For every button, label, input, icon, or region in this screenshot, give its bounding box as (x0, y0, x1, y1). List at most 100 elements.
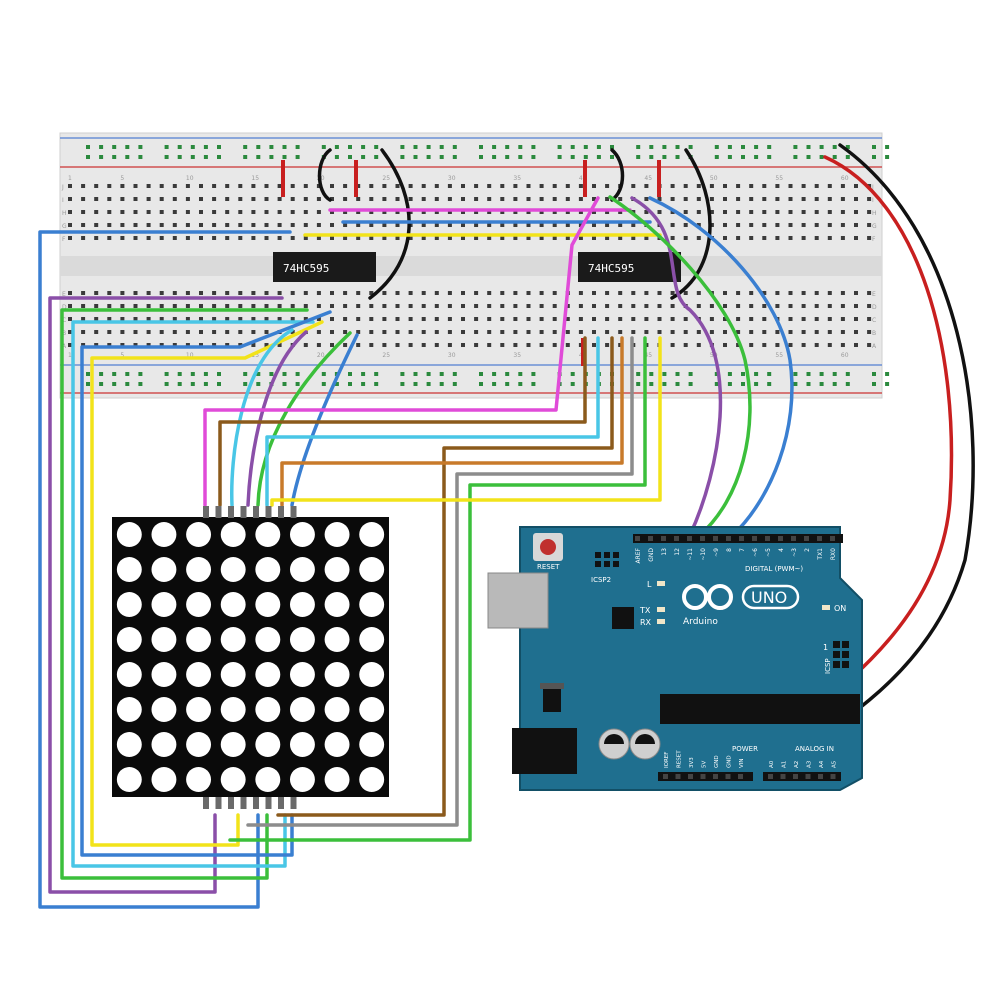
breadboard-hole (343, 210, 348, 214)
rail-hole (754, 382, 759, 386)
breadboard-hole (251, 304, 256, 308)
matrix-led (289, 592, 315, 617)
breadboard-hole (81, 291, 86, 295)
breadboard-hole (840, 236, 845, 240)
breadboard-hole (290, 317, 295, 321)
breadboard-hole (290, 304, 295, 308)
breadboard-hole (474, 291, 479, 295)
row-letter: C (872, 317, 876, 324)
breadboard-hole (133, 210, 138, 214)
breadboard-hole (68, 184, 72, 188)
breadboard-hole (238, 291, 243, 295)
breadboard-hole (565, 317, 570, 321)
breadboard-hole (382, 197, 387, 201)
breadboard-hole (696, 304, 701, 308)
chip-right-label: 74HC595 (588, 262, 634, 275)
digital-label: DIGITAL (PWM~) (745, 565, 803, 573)
breadboard-hole (81, 223, 86, 227)
reset-button-cap[interactable] (540, 539, 556, 555)
breadboard-hole (539, 236, 544, 240)
rail-hole (596, 155, 601, 159)
matrix-led (359, 592, 385, 617)
rail-hole (177, 382, 182, 386)
breadboard-hole (172, 197, 177, 201)
rail-hole (636, 382, 641, 386)
breadboard-hole (277, 343, 282, 347)
rail-hole (164, 155, 169, 159)
power-pin (738, 774, 743, 779)
breadboard-hole (683, 210, 688, 214)
breadboard-hole (290, 210, 295, 214)
breadboard-hole (840, 197, 845, 201)
breadboard-hole (539, 197, 544, 201)
breadboard-hole (251, 184, 256, 188)
breadboard-hole (330, 317, 334, 321)
matrix-pin (215, 506, 222, 518)
power-pin (688, 774, 693, 779)
rail-hole (845, 372, 850, 376)
matrix-pin (253, 506, 259, 518)
breadboard-hole (343, 330, 348, 334)
column-number: 5 (120, 175, 124, 182)
breadboard-hole (552, 184, 557, 188)
rail-hole (177, 372, 182, 376)
column-number: 60 (841, 175, 849, 182)
breadboard-hole (94, 330, 99, 334)
row-letter: J (61, 184, 64, 191)
rail-hole (112, 155, 117, 159)
column-number: 35 (513, 175, 521, 182)
breadboard-hole (330, 197, 334, 201)
breadboard-hole (94, 223, 99, 227)
breadboard-hole (447, 343, 452, 347)
breadboard-hole (447, 236, 452, 240)
breadboard-hole (526, 330, 531, 334)
digital-pin-label: ~5 (765, 548, 772, 557)
breadboard-hole (94, 291, 99, 295)
breadboard-hole (683, 291, 688, 295)
digital-pin-label: 13 (661, 548, 668, 556)
breadboard-hole (618, 210, 623, 214)
icsp2-pin (595, 561, 601, 567)
wire-orange-to-matrix (280, 336, 624, 507)
breadboard-hole (408, 210, 413, 214)
rail-hole (662, 145, 667, 149)
breadboard-hole (474, 197, 479, 201)
power-label: POWER (732, 745, 758, 753)
breadboard-hole (709, 223, 714, 227)
matrix-led (151, 557, 177, 582)
breadboard-hole (199, 304, 203, 308)
breadboard-hole (474, 343, 479, 347)
power-jack (512, 728, 577, 774)
digital-pin (648, 536, 653, 541)
breadboard-hole (264, 210, 269, 214)
breadboard-hole (264, 304, 269, 308)
rail-hole (374, 145, 379, 149)
rail-hole (832, 145, 837, 149)
wire-blue-to-matrix (290, 333, 359, 507)
breadboard-hole (723, 317, 727, 321)
rail-hole (741, 372, 745, 376)
breadboard-hole (343, 184, 348, 188)
rail-hole (99, 155, 104, 159)
breadboard-hole (133, 317, 138, 321)
row-letter: H (872, 210, 877, 217)
rail-hole (885, 372, 890, 376)
rail-hole (518, 382, 523, 386)
breadboard-hole (120, 236, 125, 240)
matrix-led (186, 557, 212, 582)
breadboard-hole (238, 343, 243, 347)
breadboard-hole (68, 223, 72, 227)
breadboard-hole (461, 343, 465, 347)
rail-hole (452, 155, 457, 159)
analog-pin (805, 774, 811, 779)
breadboard-hole (500, 304, 505, 308)
rail-hole (845, 155, 850, 159)
row-letter: C (62, 317, 66, 324)
column-number: 30 (448, 352, 456, 359)
breadboard-hole (854, 223, 858, 227)
breadboard-hole (513, 184, 518, 188)
breadboard-hole (539, 343, 544, 347)
breadboard-hole (788, 291, 793, 295)
breadboard-hole (670, 210, 675, 214)
breadboard-hole (500, 223, 505, 227)
